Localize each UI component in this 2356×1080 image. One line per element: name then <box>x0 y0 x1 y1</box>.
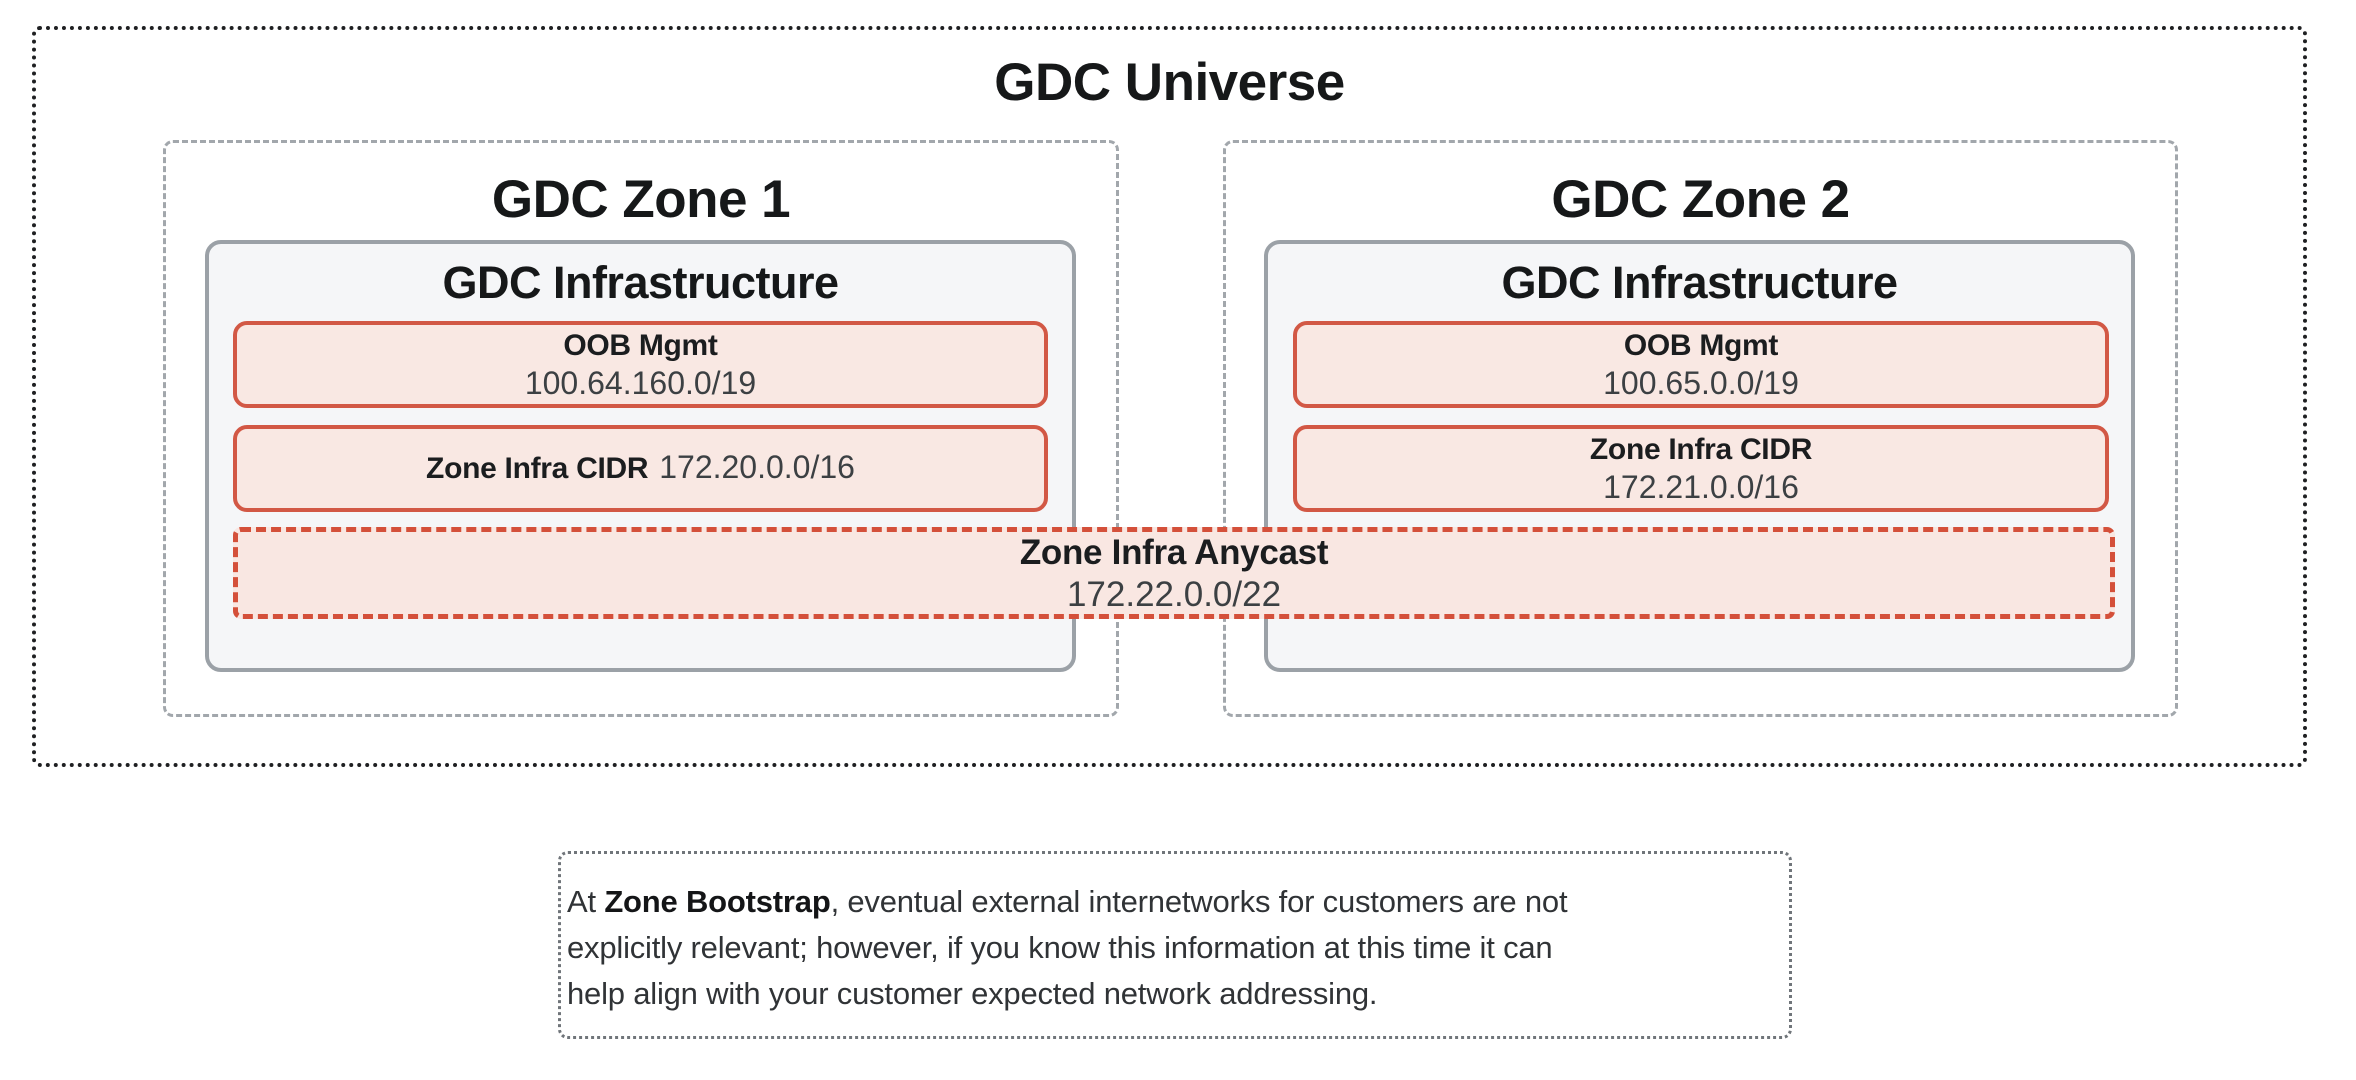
zone-2-title: GDC Zone 2 <box>1551 170 1850 229</box>
zone-infra-anycast-box: Zone Infra Anycast 172.22.0.0/22 <box>233 527 2115 619</box>
zone-2-oob-mgmt-label: OOB Mgmt <box>1623 329 1779 362</box>
zone-box-1: GDC Zone 1 GDC Infrastructure OOB Mgmt 1… <box>163 140 1119 717</box>
zone-2-infra-cidr-value: 172.21.0.0/16 <box>1603 469 1799 505</box>
zone-box-2: GDC Zone 2 GDC Infrastructure OOB Mgmt 1… <box>1223 140 2178 717</box>
zone-1-oob-mgmt-cidr: 100.64.160.0/19 <box>524 365 757 401</box>
note-box: At Zone Bootstrap, eventual external int… <box>558 851 1792 1039</box>
note-bold-term: Zone Bootstrap <box>604 884 831 919</box>
zone-2-oob-mgmt-box: OOB Mgmt 100.65.0.0/19 <box>1293 321 2109 408</box>
zone-infra-anycast-label: Zone Infra Anycast <box>1019 532 1329 572</box>
zone-2-infrastructure-title: GDC Infrastructure <box>1501 257 1898 308</box>
zone-2-infra-cidr-box: Zone Infra CIDR 172.21.0.0/16 <box>1293 425 2109 512</box>
universe-box: GDC Universe GDC Zone 1 GDC Infrastructu… <box>32 26 2307 767</box>
universe-title: GDC Universe <box>994 53 1345 112</box>
zone-1-title: GDC Zone 1 <box>491 170 791 229</box>
zone-1-oob-mgmt-box: OOB Mgmt 100.64.160.0/19 <box>233 321 1048 408</box>
zone-2-infra-cidr-label: Zone Infra CIDR <box>1589 433 1813 466</box>
zone-1-infrastructure-title: GDC Infrastructure <box>442 257 839 308</box>
zone-1-infra-cidr-box: Zone Infra CIDR 172.20.0.0/16 <box>233 425 1048 512</box>
note-line-2: explicitly relevant; however, if you kno… <box>567 930 1553 965</box>
zone-1-oob-mgmt-label: OOB Mgmt <box>563 329 718 362</box>
zone-1-infra-cidr-value: 172.20.0.0/16 <box>659 449 855 485</box>
note-line-3: help align with your customer expected n… <box>567 976 1378 1011</box>
zone-2-oob-mgmt-cidr: 100.65.0.0/19 <box>1603 365 1799 401</box>
note-line-1: At Zone Bootstrap, eventual external int… <box>567 884 1568 919</box>
zone-infra-anycast-cidr: 172.22.0.0/22 <box>1066 574 1282 614</box>
zone-1-infra-cidr-label: Zone Infra CIDR <box>426 452 649 485</box>
